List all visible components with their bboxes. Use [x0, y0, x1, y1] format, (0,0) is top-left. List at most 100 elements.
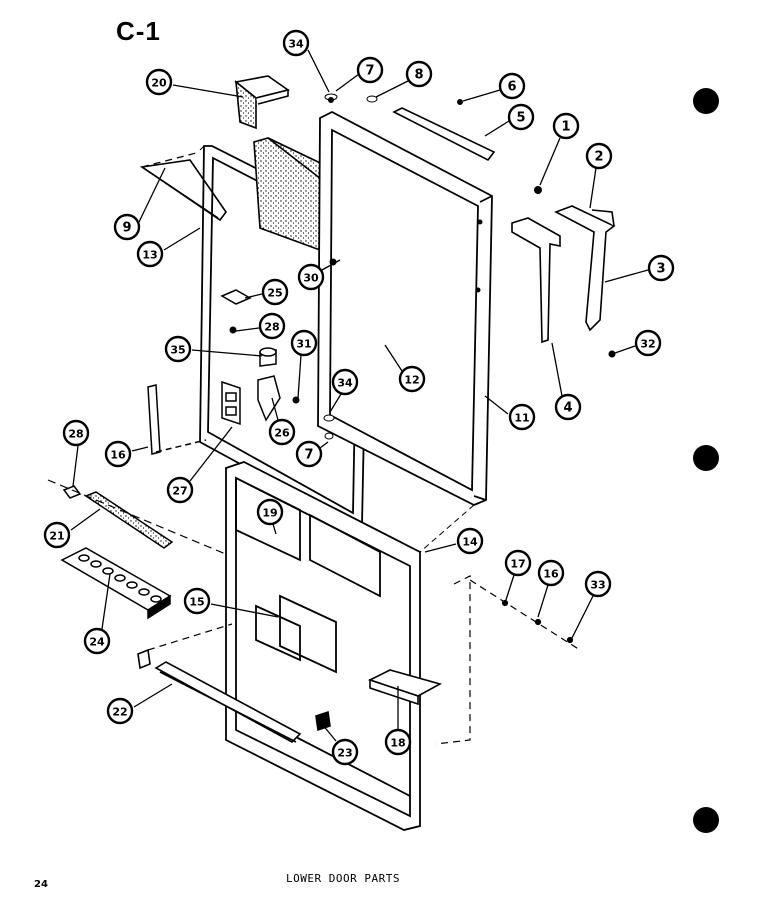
- callout-circle: [258, 312, 286, 340]
- leader-line: [539, 137, 561, 186]
- diagram-title: C-1: [116, 16, 161, 46]
- callout-circle: [552, 112, 580, 140]
- callout-number: 16: [110, 449, 126, 462]
- part-14-door-liner: [225, 461, 421, 831]
- callout-20: 20: [145, 68, 244, 98]
- leader-line: [297, 354, 302, 399]
- callout-9: 9: [113, 167, 166, 241]
- callout-circle: [384, 728, 412, 756]
- callout-number: 33: [590, 579, 605, 592]
- callout-number: 7: [365, 64, 374, 79]
- callout-number: 15: [189, 596, 204, 609]
- callout-30: 30: [297, 259, 341, 291]
- callout-13: 13: [136, 227, 201, 268]
- callout-circle: [498, 72, 526, 100]
- callout-number: 22: [112, 706, 127, 719]
- callout-circle: [585, 142, 613, 170]
- callout-24: 24: [83, 573, 111, 655]
- part-22-handle: [137, 648, 302, 743]
- callout-circle: [166, 476, 194, 504]
- leader-line: [484, 120, 510, 137]
- leader-line: [571, 595, 594, 639]
- callout-3: 3: [604, 254, 675, 283]
- callout-circle: [104, 440, 132, 468]
- callout-7: 7: [335, 56, 384, 92]
- callout-number: 11: [514, 412, 529, 425]
- callout-16: 16: [104, 440, 149, 468]
- callout-circle: [331, 368, 359, 396]
- leader-line: [335, 73, 360, 92]
- callout-number: 16: [543, 568, 559, 581]
- callout-28: 28: [62, 419, 90, 487]
- callout-circle: [507, 103, 535, 131]
- binder-hole-top: [693, 88, 719, 114]
- leader-line: [424, 543, 457, 553]
- callout-number: 21: [49, 530, 64, 543]
- callout-circle: [268, 418, 296, 446]
- callout-number: 27: [172, 485, 187, 498]
- callout-34: 34: [329, 368, 359, 413]
- leader-line: [70, 508, 101, 531]
- leader-line: [504, 574, 515, 604]
- leader-line: [484, 395, 509, 415]
- callout-circle: [584, 570, 612, 598]
- callout-number: 17: [510, 558, 525, 571]
- leader-line: [589, 167, 597, 209]
- leader-line: [138, 167, 166, 223]
- leader-line: [244, 293, 263, 299]
- leader-line: [319, 441, 329, 449]
- callout-number: 3: [656, 262, 665, 277]
- callout-number: 6: [507, 80, 516, 95]
- callout-circle: [183, 587, 211, 615]
- callout-1: 1: [539, 112, 580, 186]
- callout-number: 14: [462, 536, 478, 549]
- part-4-side-bracket: [511, 217, 561, 344]
- callout-circle: [634, 329, 662, 357]
- part-16-side-strip: [147, 384, 207, 455]
- right-hardware-line: [435, 575, 581, 745]
- callout-19: 19: [256, 498, 284, 535]
- leader-line: [210, 603, 279, 618]
- leader-line: [72, 445, 79, 487]
- callout-number: 32: [640, 338, 655, 351]
- callout-28: 28: [235, 312, 286, 340]
- callout-27: 27: [166, 426, 233, 504]
- part-5-top-strip: [392, 107, 496, 162]
- callout-circle: [136, 240, 164, 268]
- leader-line: [235, 327, 260, 332]
- callout-circle: [297, 263, 325, 291]
- callout-15: 15: [183, 587, 279, 618]
- callout-circle: [456, 527, 484, 555]
- callout-number: 24: [89, 636, 105, 649]
- callout-number: 35: [170, 344, 185, 357]
- callout-circle: [398, 365, 426, 393]
- callout-21: 21: [43, 508, 101, 549]
- leader-line: [189, 426, 233, 482]
- leader-line: [321, 723, 337, 742]
- callout-number: 8: [414, 68, 423, 83]
- callout-circle: [164, 335, 192, 363]
- callout-number: 28: [264, 321, 279, 334]
- callout-2: 2: [585, 142, 613, 209]
- callout-circle: [106, 697, 134, 725]
- small-inner-parts: [220, 289, 281, 426]
- callout-number: 1: [561, 120, 570, 135]
- callout-circle: [537, 559, 565, 587]
- callout-22: 22: [106, 683, 173, 725]
- page-number: 24: [34, 879, 48, 890]
- callout-35: 35: [164, 335, 263, 363]
- leader-line: [272, 523, 277, 535]
- callout-number: 23: [337, 747, 352, 760]
- callout-circle: [647, 254, 675, 282]
- callout-number: 4: [563, 401, 572, 416]
- callout-7: 7: [295, 440, 329, 468]
- callout-number: 20: [151, 77, 167, 90]
- callout-circle: [43, 521, 71, 549]
- part-18-shelf: [315, 669, 443, 732]
- callout-circle: [290, 329, 318, 357]
- callout-34: 34: [282, 29, 330, 93]
- callout-circle: [331, 738, 359, 766]
- callout-25: 25: [244, 278, 289, 306]
